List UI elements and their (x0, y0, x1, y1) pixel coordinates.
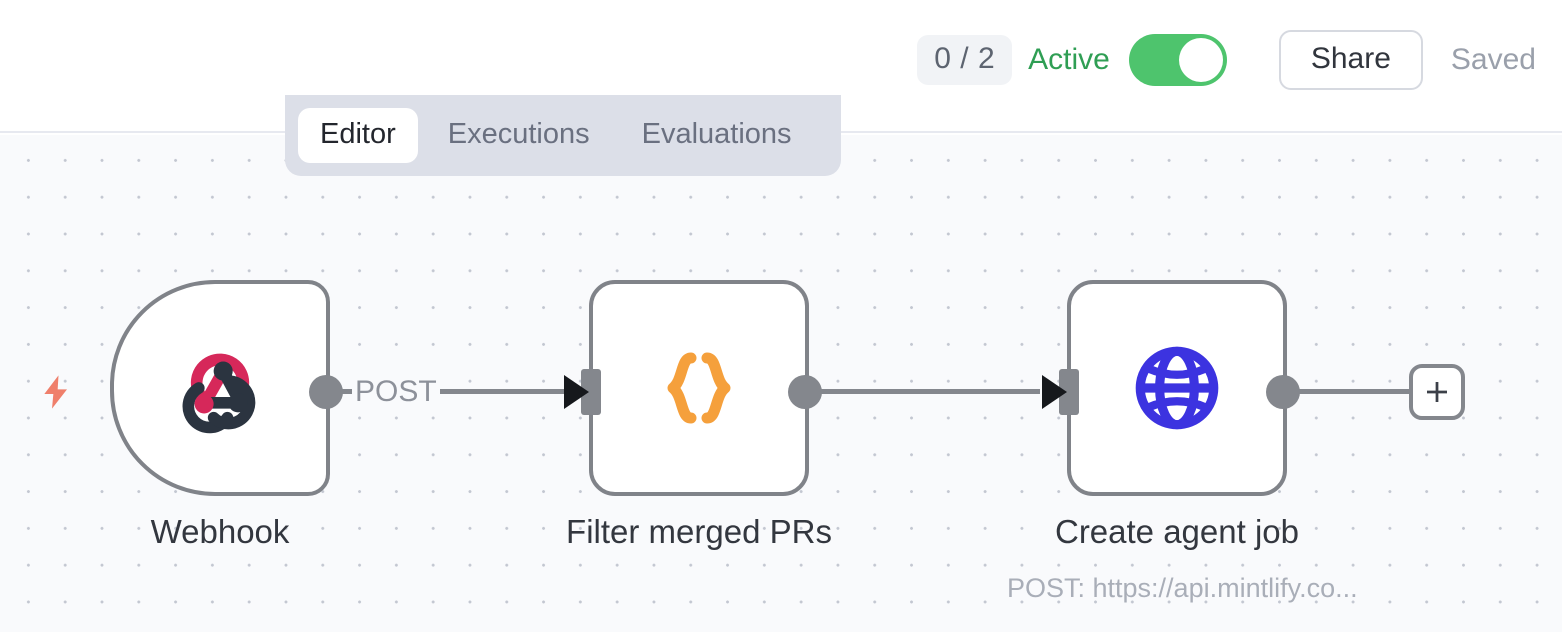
header-actions: 0 / 2 Active Share Saved (917, 26, 1540, 94)
toggle-knob (1178, 38, 1223, 82)
edge-webhook-to-filter[interactable] (340, 389, 580, 394)
share-button[interactable]: Share (1278, 30, 1423, 90)
edge-filter-to-http[interactable] (818, 389, 1040, 394)
edge-arrow-filter (564, 375, 589, 409)
node-create-agent-job[interactable] (1059, 280, 1300, 496)
node-filter-title: Filter merged PRs (566, 513, 832, 550)
lightning-bolt-icon (36, 368, 76, 416)
node-webhook-title: Webhook (150, 513, 290, 550)
code-braces-icon (593, 284, 805, 492)
tab-bar: Editor Executions Evaluations (285, 95, 841, 176)
active-toggle[interactable] (1128, 34, 1227, 86)
http-output-handle[interactable] (1266, 375, 1300, 409)
node-http-subtitle: POST: https://api.mintlify.co... (1007, 573, 1358, 603)
tab-editor[interactable]: Editor (298, 108, 418, 163)
tab-executions[interactable]: Executions (447, 118, 590, 150)
filter-output-handle[interactable] (788, 375, 822, 409)
edge-http-to-add[interactable] (1297, 389, 1412, 394)
plus-icon (1427, 382, 1447, 402)
active-status-label: Active (1028, 43, 1110, 76)
edge-label-post: POST (352, 377, 440, 407)
add-node-button[interactable] (1409, 364, 1465, 420)
edge-arrow-http (1042, 375, 1067, 409)
node-filter-merged-prs[interactable] (581, 280, 822, 496)
webhook-icon (114, 284, 326, 492)
globe-icon (1071, 284, 1283, 492)
saved-status-label: Saved (1450, 43, 1536, 76)
node-http-title: Create agent job (1054, 513, 1299, 550)
node-webhook[interactable] (110, 280, 343, 496)
workflow-canvas[interactable]: Webhook Filter merged PRs (0, 135, 1562, 632)
tab-evaluations[interactable]: Evaluations (641, 118, 792, 150)
run-count-badge: 0 / 2 (917, 35, 1013, 85)
webhook-output-handle[interactable] (309, 375, 343, 409)
